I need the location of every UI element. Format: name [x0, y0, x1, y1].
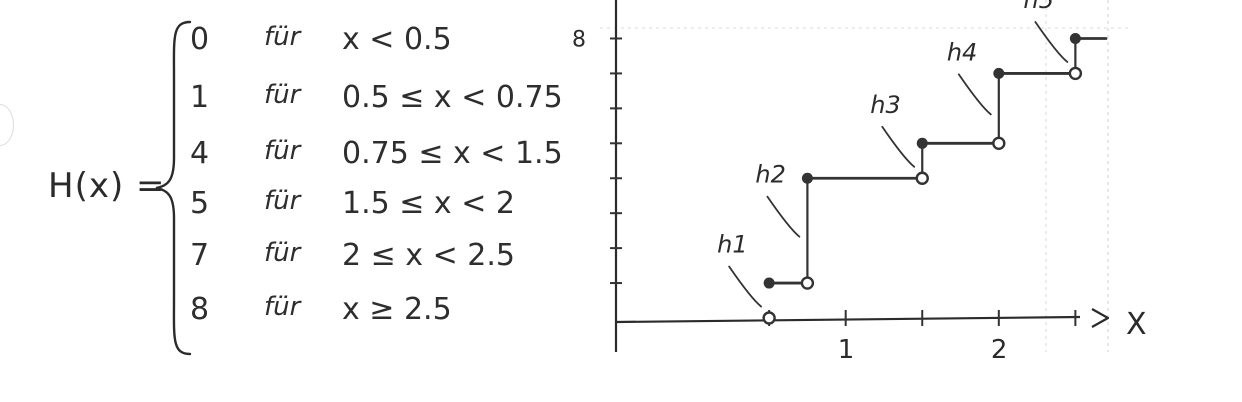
case-word: für — [264, 136, 301, 166]
jump-pointer — [1034, 21, 1069, 63]
case-value: 4 — [190, 136, 210, 171]
case-word: für — [264, 186, 301, 216]
open-endpoint — [992, 136, 1006, 151]
piecewise-function: H(x) = 0 für x < 0.5 1 für 0.5 ≤ x < 0.7… — [0, 0, 600, 402]
case-value: 0 — [190, 22, 210, 57]
case-condition: x < 0.5 — [342, 22, 452, 57]
x-axis-arrow-icon — [1091, 308, 1110, 328]
closed-endpoint — [993, 67, 1005, 79]
case-word: für — [264, 22, 301, 52]
x-axis-label: X — [1126, 307, 1147, 342]
jump-label: h3 — [870, 91, 900, 119]
x-tick-label: 1 — [838, 335, 855, 365]
jump-pointer — [766, 195, 801, 238]
open-endpoint — [800, 276, 815, 290]
case-word: für — [264, 292, 301, 322]
jump-label: h5 — [1023, 0, 1053, 14]
case-condition: 2 ≤ x < 2.5 — [342, 238, 515, 273]
jump-label: h1 — [717, 231, 747, 259]
x-axis — [615, 315, 1081, 324]
closed-endpoint — [1069, 32, 1081, 44]
closed-endpoint — [916, 137, 928, 149]
step-function-plot: X 8 1 2 h1 h2 h3 h4 h5 — [572, 0, 1147, 365]
case-condition: 0.75 ≤ x < 1.5 — [342, 136, 563, 171]
case-condition: 0.5 ≤ x < 0.75 — [342, 80, 563, 115]
jump-label: h4 — [947, 38, 977, 66]
left-brace — [155, 20, 192, 356]
open-endpoint — [762, 311, 776, 325]
y-tick-label: 8 — [572, 27, 586, 52]
function-name: H(x) = — [48, 166, 166, 206]
case-value: 8 — [190, 292, 210, 327]
jump-pointer — [957, 73, 992, 116]
closed-endpoint — [801, 172, 813, 184]
open-endpoint — [915, 171, 929, 185]
closed-endpoint — [763, 277, 775, 289]
jump-pointer — [881, 125, 916, 168]
case-word: für — [264, 80, 301, 110]
case-condition: x ≥ 2.5 — [342, 292, 452, 327]
jump-pointer — [728, 265, 763, 308]
case-value: 1 — [190, 80, 210, 115]
jump-label: h2 — [755, 161, 785, 189]
case-value: 5 — [190, 186, 210, 221]
case-condition: 1.5 ≤ x < 2 — [342, 186, 515, 221]
chart-marks: 8 1 2 h1 h2 h3 h4 h5 — [572, 0, 1108, 365]
x-tick-label: 2 — [991, 335, 1008, 365]
open-endpoint — [1068, 66, 1083, 81]
case-word: für — [264, 238, 301, 268]
case-value: 7 — [190, 238, 210, 273]
